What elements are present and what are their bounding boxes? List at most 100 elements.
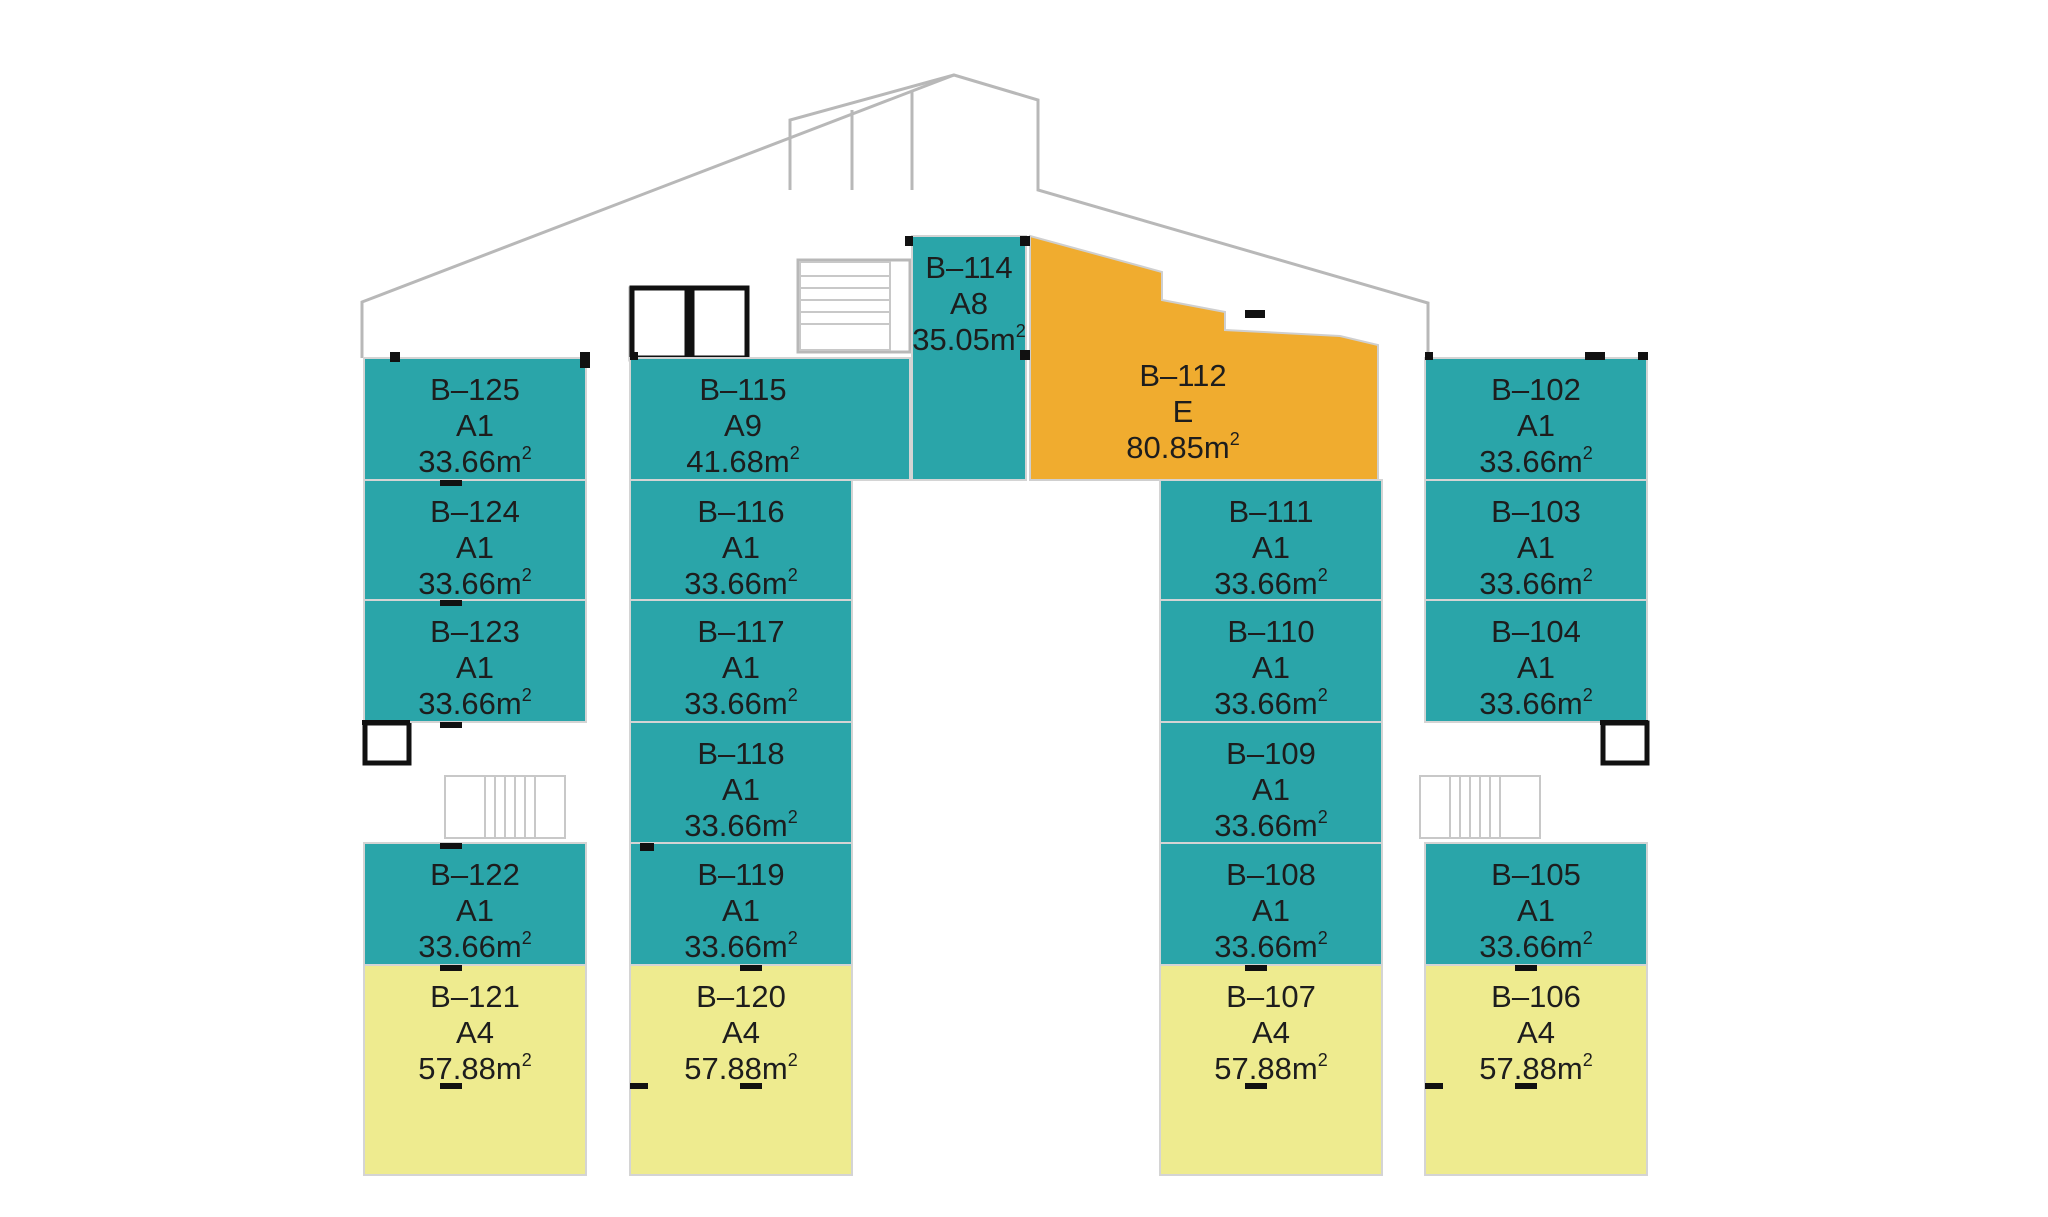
unit-area: 33.66m2 <box>418 443 531 479</box>
unit-area: 33.66m2 <box>684 807 797 843</box>
unit-area-superscript: 2 <box>522 685 532 705</box>
unit-type: A1 <box>1517 893 1555 928</box>
unit-shape <box>1424 357 1648 481</box>
unit-area-value: 33.66 <box>1479 686 1557 721</box>
unit-area-superscript: 2 <box>1318 928 1328 948</box>
unit-type: A9 <box>724 408 762 443</box>
unit-shape <box>629 721 853 845</box>
unit-area: 57.88m2 <box>684 1050 797 1086</box>
unit-shape <box>1424 842 1648 966</box>
unit-type: A1 <box>722 772 760 807</box>
unit-area-unit: m <box>762 566 788 601</box>
unit-area-unit: m <box>496 929 522 964</box>
unit-id: B–107 <box>1226 979 1316 1014</box>
unit-type: A4 <box>722 1015 760 1050</box>
wall-mark <box>440 1083 462 1089</box>
unit-type: A1 <box>1517 530 1555 565</box>
unit-type: A4 <box>1252 1015 1290 1050</box>
unit-area: 33.66m2 <box>1214 928 1327 964</box>
unit-area-value: 33.66 <box>684 686 762 721</box>
unit-area: 33.66m2 <box>418 685 531 721</box>
unit-type: A1 <box>1252 772 1290 807</box>
unit-shape <box>363 964 587 1176</box>
unit-type: A1 <box>456 893 494 928</box>
unit-area-value: 33.66 <box>1214 929 1292 964</box>
unit-type: A1 <box>1517 408 1555 443</box>
unit-area-value: 33.66 <box>1479 444 1557 479</box>
unit-area-value: 33.66 <box>418 686 496 721</box>
unit-type: A1 <box>456 408 494 443</box>
unit-area-superscript: 2 <box>522 443 532 463</box>
wall-mark <box>630 1083 648 1089</box>
unit-area-unit: m <box>1292 686 1318 721</box>
stairs-top <box>799 261 891 351</box>
unit-area-superscript: 2 <box>788 685 798 705</box>
wall-mark <box>440 722 462 728</box>
unit-shape <box>629 964 853 1176</box>
unit-area: 33.66m2 <box>684 685 797 721</box>
unit-shape <box>1424 479 1648 603</box>
stairs-left <box>444 775 566 839</box>
wall-mark <box>640 843 654 851</box>
wall-mark <box>580 352 590 368</box>
unit-id: B–106 <box>1491 979 1581 1014</box>
unit-type: A1 <box>1252 530 1290 565</box>
unit-area-superscript: 2 <box>1583 1050 1593 1070</box>
unit-area: 33.66m2 <box>684 565 797 601</box>
unit-shape <box>629 479 853 603</box>
unit-area-unit: m <box>1557 686 1583 721</box>
unit-id: B–117 <box>697 614 784 649</box>
unit-area: 33.66m2 <box>1479 928 1592 964</box>
unit-area-superscript: 2 <box>522 1050 532 1070</box>
unit-shape <box>363 599 587 723</box>
unit-area-superscript: 2 <box>1318 565 1328 585</box>
wall-mark <box>1638 352 1648 360</box>
unit-area-unit: m <box>762 686 788 721</box>
unit-area-superscript: 2 <box>790 443 800 463</box>
unit-id: B–119 <box>697 857 784 892</box>
unit-area: 33.66m2 <box>1479 565 1592 601</box>
unit-area-unit: m <box>1557 1051 1583 1086</box>
unit-area-value: 33.66 <box>418 566 496 601</box>
unit-type: E <box>1173 394 1194 429</box>
unit-shape <box>629 599 853 723</box>
unit-area-superscript: 2 <box>788 1050 798 1070</box>
unit-area-unit: m <box>1292 929 1318 964</box>
wall-mark <box>1245 965 1267 971</box>
unit-area-value: 33.66 <box>1479 929 1557 964</box>
unit-area: 33.66m2 <box>418 565 531 601</box>
unit-id: B–124 <box>430 494 520 529</box>
unit-type: A1 <box>456 530 494 565</box>
wall-mark <box>1020 236 1030 246</box>
unit-area-unit: m <box>496 1051 522 1086</box>
unit-area-superscript: 2 <box>1318 1050 1328 1070</box>
unit-shape <box>1159 721 1383 845</box>
unit-area: 33.66m2 <box>418 928 531 964</box>
unit-area-unit: m <box>990 322 1016 357</box>
unit-id: B–125 <box>430 372 520 407</box>
